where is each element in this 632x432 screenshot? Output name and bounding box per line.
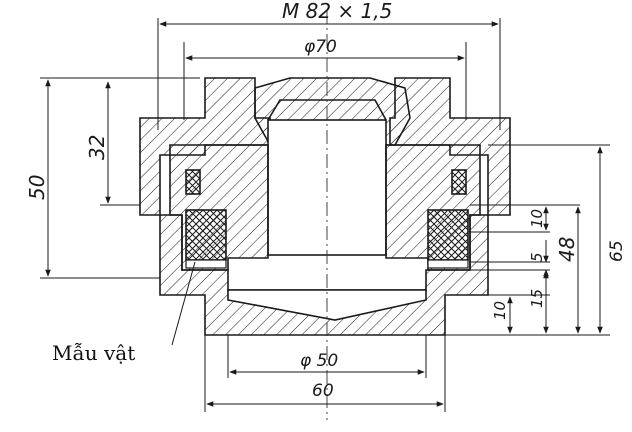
callout-label: Mẫu vật bbox=[52, 341, 135, 365]
dim-15: 15 bbox=[528, 289, 546, 308]
specimen-right bbox=[427, 209, 469, 261]
dim-10a: 10 bbox=[528, 209, 546, 228]
specimen-left bbox=[185, 209, 227, 261]
o-ring-left bbox=[185, 169, 201, 195]
dim-phi50: φ 50 bbox=[300, 351, 338, 371]
dim-phi70: φ70 bbox=[304, 37, 337, 57]
dim-thread: M 82 × 1,5 bbox=[282, 0, 392, 23]
dim-65: 65 bbox=[607, 240, 627, 262]
dim-10b: 10 bbox=[491, 301, 509, 320]
callout-leader bbox=[171, 261, 196, 346]
bore-chamfer bbox=[267, 99, 387, 121]
dim-50: 50 bbox=[25, 175, 49, 200]
dim-60: 60 bbox=[312, 381, 334, 401]
dim-32: 32 bbox=[85, 135, 109, 160]
specimen-base-left bbox=[185, 259, 227, 269]
dim-48: 48 bbox=[555, 237, 579, 262]
o-ring-right bbox=[451, 169, 467, 195]
specimen-base-right bbox=[427, 259, 469, 269]
dim-5: 5 bbox=[528, 252, 546, 262]
